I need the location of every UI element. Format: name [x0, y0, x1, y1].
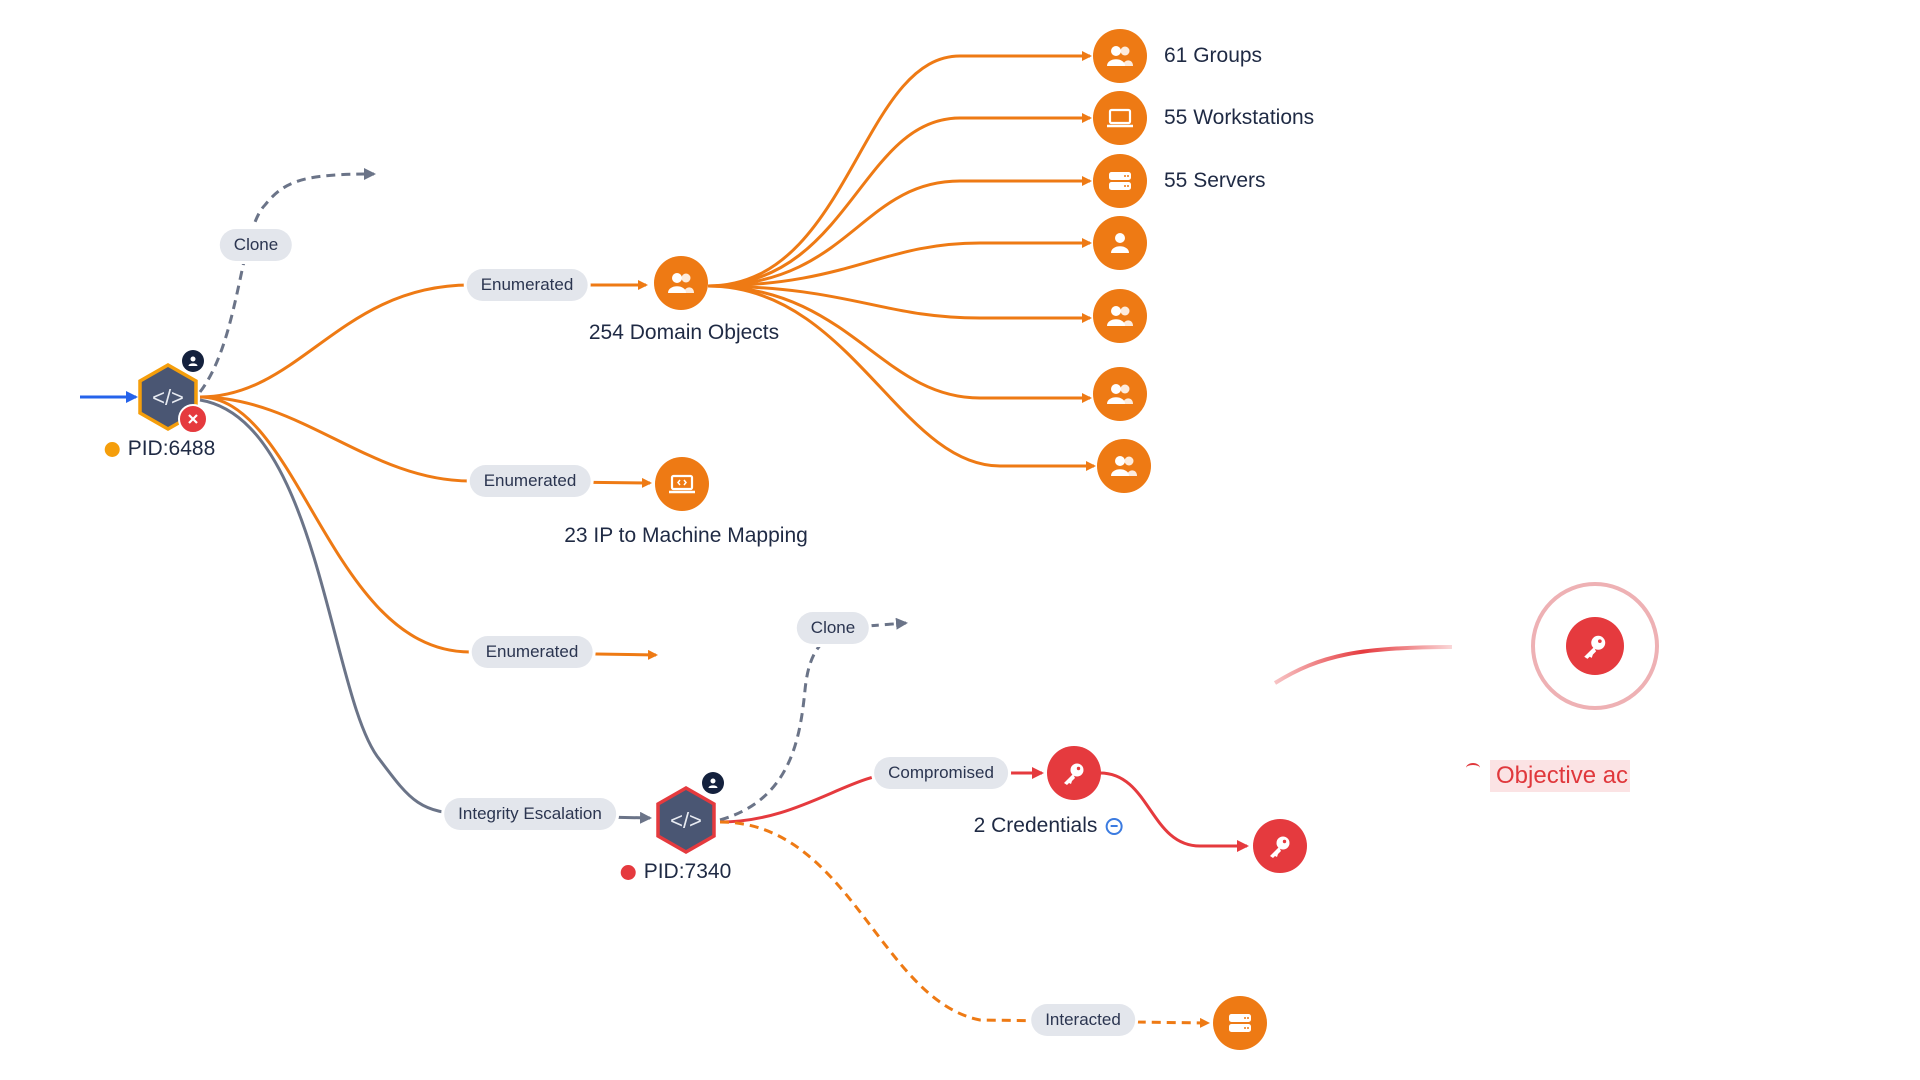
laptop-icon	[1107, 108, 1133, 128]
edge-integrity-escalation	[199, 398, 652, 824]
edge-clone-top	[198, 168, 376, 393]
collapse-icon[interactable]	[1105, 817, 1123, 835]
node-label-credentials: 2 Credentials	[974, 814, 1123, 838]
server-icon	[1109, 172, 1131, 190]
edge-domain-users-7	[707, 284, 1096, 471]
users-icon	[1107, 46, 1133, 66]
laptop-code-icon	[669, 474, 695, 494]
code-icon: </>	[670, 808, 702, 833]
node-label-servers: 55 Servers	[1164, 169, 1266, 192]
users-icon	[1111, 456, 1137, 476]
node-label-domain-objects: 254 Domain Objects	[588, 321, 780, 344]
key-icon	[1584, 635, 1606, 659]
user-icon	[1111, 233, 1129, 253]
server-icon	[1229, 1014, 1251, 1032]
edge-domain-groups	[707, 51, 1092, 288]
code-icon: </>	[152, 385, 184, 410]
credentials-text: 2 Credentials	[973, 814, 1098, 837]
edge-domain-user	[707, 238, 1092, 288]
node-users-7[interactable]	[1097, 439, 1151, 493]
node-users-5[interactable]	[1093, 289, 1147, 343]
user-icon	[188, 356, 198, 366]
edge-label-enumerated-domain[interactable]: Enumerated	[466, 269, 588, 301]
process-hex-7340[interactable]	[656, 785, 716, 855]
node-users-6[interactable]	[1093, 367, 1147, 421]
objective-chevron-icon	[1466, 763, 1480, 773]
node-ip-mapping[interactable]	[655, 457, 709, 511]
edge-label-interacted[interactable]: Interacted	[1031, 1004, 1135, 1036]
users-icon	[1107, 384, 1133, 404]
edge-label-compromised[interactable]: Compromised	[874, 757, 1008, 789]
node-objective[interactable]	[1566, 617, 1624, 675]
terminated-badge-6488	[178, 404, 208, 434]
edge-label-enumerated-third[interactable]: Enumerated	[471, 636, 593, 668]
edge-enumerated-domain	[199, 280, 648, 399]
user-badge-6488	[182, 350, 204, 372]
node-workstations[interactable]	[1093, 91, 1147, 145]
node-label-workstations: 55 Workstations	[1164, 106, 1315, 129]
edge-domain-users-6	[707, 284, 1092, 403]
edge-interacted	[719, 820, 1210, 1028]
edge-label-enumerated-ip[interactable]: Enumerated	[469, 465, 591, 497]
objective-label: Objective ac	[1490, 760, 1630, 792]
users-icon	[668, 273, 694, 293]
node-credential-child[interactable]	[1253, 819, 1307, 873]
edge-domain-servers	[707, 176, 1092, 288]
edge-enumerated-ip	[199, 395, 652, 488]
pid-label-6488: PID:6488	[104, 437, 216, 461]
node-label-groups: 61 Groups	[1164, 44, 1263, 67]
domain-fanout-edges	[707, 51, 1096, 471]
node-servers[interactable]	[1093, 154, 1147, 208]
edge-label-integrity-escalation[interactable]: Integrity Escalation	[444, 798, 616, 830]
edge-objective-partial	[1273, 645, 1453, 685]
edge-domain-workstations	[707, 113, 1092, 288]
node-credentials[interactable]	[1047, 746, 1101, 800]
pid-text: PID:7340	[643, 860, 732, 883]
node-groups[interactable]	[1093, 29, 1147, 83]
edge-label-clone-bottom[interactable]: Clone	[796, 612, 870, 644]
status-dot	[620, 864, 636, 880]
key-icon	[1270, 836, 1290, 858]
pid-text: PID:6488	[127, 437, 216, 460]
edge-domain-users-5	[707, 284, 1092, 323]
edge-clone-bottom	[719, 617, 908, 822]
users-icon	[1107, 306, 1133, 326]
node-domain-objects[interactable]	[654, 256, 708, 310]
close-icon	[188, 414, 198, 424]
edge-credentials-child	[1099, 771, 1249, 852]
pid-label-7340: PID:7340	[620, 860, 732, 884]
user-icon	[708, 778, 718, 788]
edge-enumerated-third	[199, 395, 658, 660]
node-user[interactable]	[1093, 216, 1147, 270]
node-interacted-server[interactable]	[1213, 996, 1267, 1050]
key-icon	[1064, 763, 1084, 785]
edge-label-clone-top[interactable]: Clone	[219, 229, 293, 261]
node-label-ip-mapping: 23 IP to Machine Mapping	[564, 524, 808, 547]
user-badge-7340	[702, 772, 724, 794]
status-dot	[104, 441, 120, 457]
